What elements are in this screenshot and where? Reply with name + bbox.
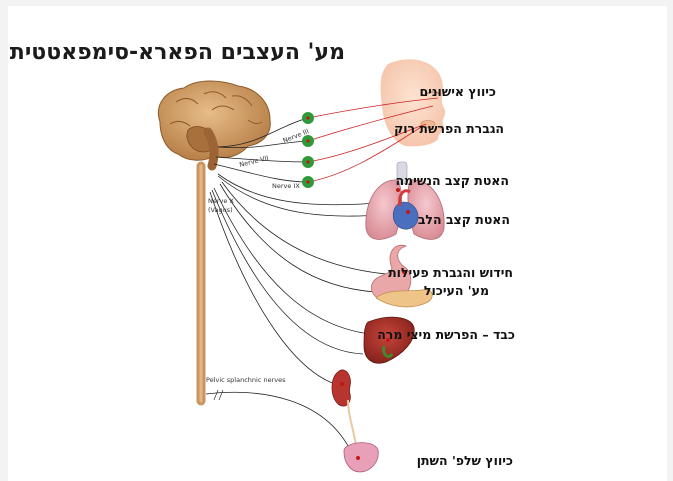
slide: מע' העצבים הפארא-סימפאטטית [8, 6, 667, 481]
effect-digestion-line2: מע' העיכול [388, 282, 489, 300]
preganglionic-nerves [206, 118, 398, 458]
effect-digestion: חידוש והגברת פעילות מע' העיכול [388, 264, 513, 300]
nerve-vii-label: Nerve VII [239, 154, 270, 169]
nerve-x-label: Nerve X [208, 197, 234, 205]
effect-bladder: כיווץ שלפ' השתן [417, 452, 513, 470]
pelvic-splanchnic-label: Pelvic splanchnic nerves [206, 376, 286, 384]
effect-heart: האטת קצב הלב [418, 211, 510, 229]
effect-breathing: האטת קצב הנשימה [396, 172, 509, 190]
effect-digestion-line1: חידוש והגברת פעילות [388, 264, 513, 282]
parasympathetic-diagram: Nerve III Nerve VII Nerve IX Nerve X (Va… [8, 6, 667, 481]
vagus-label: (Vagus) [208, 206, 233, 214]
kidney-illustration [332, 370, 356, 446]
brain-illustration [158, 81, 270, 166]
nerve-ix-label: Nerve IX [272, 182, 300, 190]
effect-pupil: כיווץ אישונים [419, 83, 496, 101]
ganglia [302, 112, 314, 188]
bladder-illustration [344, 443, 378, 472]
effect-saliva: הגברת הפרשת רוק [394, 120, 504, 138]
effect-liver: כבד – הפרשת מיצי מרה [377, 326, 515, 344]
